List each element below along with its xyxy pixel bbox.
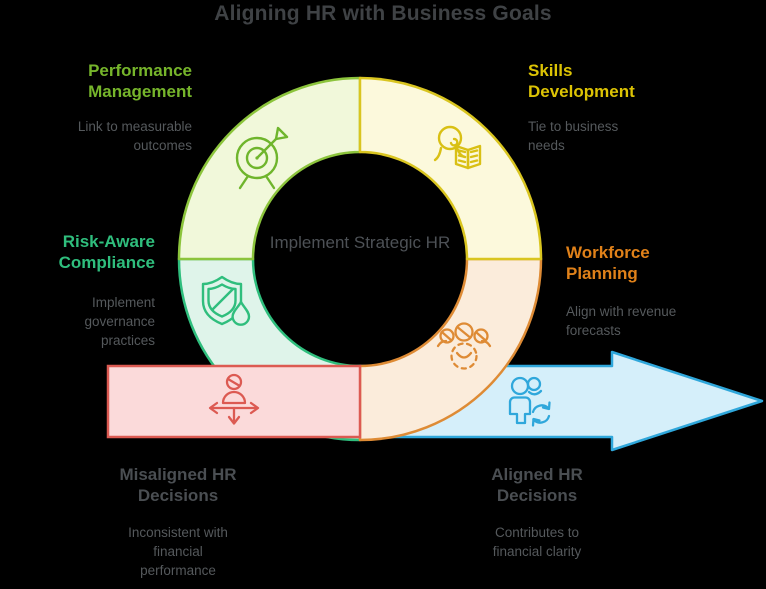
workforce-heading: Workforce Planning (566, 243, 650, 283)
aligned-subtext: Contributes to financial clarity (492, 525, 582, 559)
label-skills-development: Skills Development Tie to business needs (528, 60, 650, 155)
misaligned-person-icon (208, 373, 260, 425)
performance-subtext: Link to measurable outcomes (77, 119, 192, 153)
workforce-subtext: Align with revenue forecasts (566, 304, 677, 338)
quadrant-bottom-right (358, 257, 543, 442)
label-workforce-planning: Workforce Planning Align with revenue fo… (566, 242, 698, 340)
skills-subtext: Tie to business needs (528, 119, 619, 153)
misaligned-flow-box (106, 364, 362, 439)
misaligned-subtext: Inconsistent with financial performance (128, 525, 228, 578)
quadrant-top-left (177, 76, 362, 261)
label-misaligned-hr-decisions: Misaligned HR Decisions Inconsistent wit… (103, 464, 253, 580)
label-risk-aware-compliance: Risk-Aware Compliance Implement governan… (0, 231, 155, 350)
label-performance-management: Performance Management Link to measurabl… (20, 60, 192, 155)
target-icon (235, 126, 289, 190)
aligned-heading: Aligned HR Decisions (491, 465, 583, 505)
team-gear-icon (436, 322, 492, 370)
page-title: Aligning HR with Business Goals (214, 2, 552, 25)
label-aligned-hr-decisions: Aligned HR Decisions Contributes to fina… (472, 464, 602, 561)
quadrant-top-right (358, 76, 543, 261)
skills-heading: Skills Development (528, 61, 635, 101)
people-sync-icon (508, 376, 551, 427)
compliance-heading: Risk-Aware Compliance (58, 232, 155, 272)
shield-droplet-icon (201, 275, 251, 326)
performance-heading: Performance Management (88, 61, 192, 101)
misaligned-heading: Misaligned HR Decisions (119, 465, 237, 505)
person-reading-icon (433, 125, 482, 170)
center-label: Implement Strategic HR (269, 233, 451, 252)
compliance-subtext: Implement governance practices (84, 295, 155, 348)
